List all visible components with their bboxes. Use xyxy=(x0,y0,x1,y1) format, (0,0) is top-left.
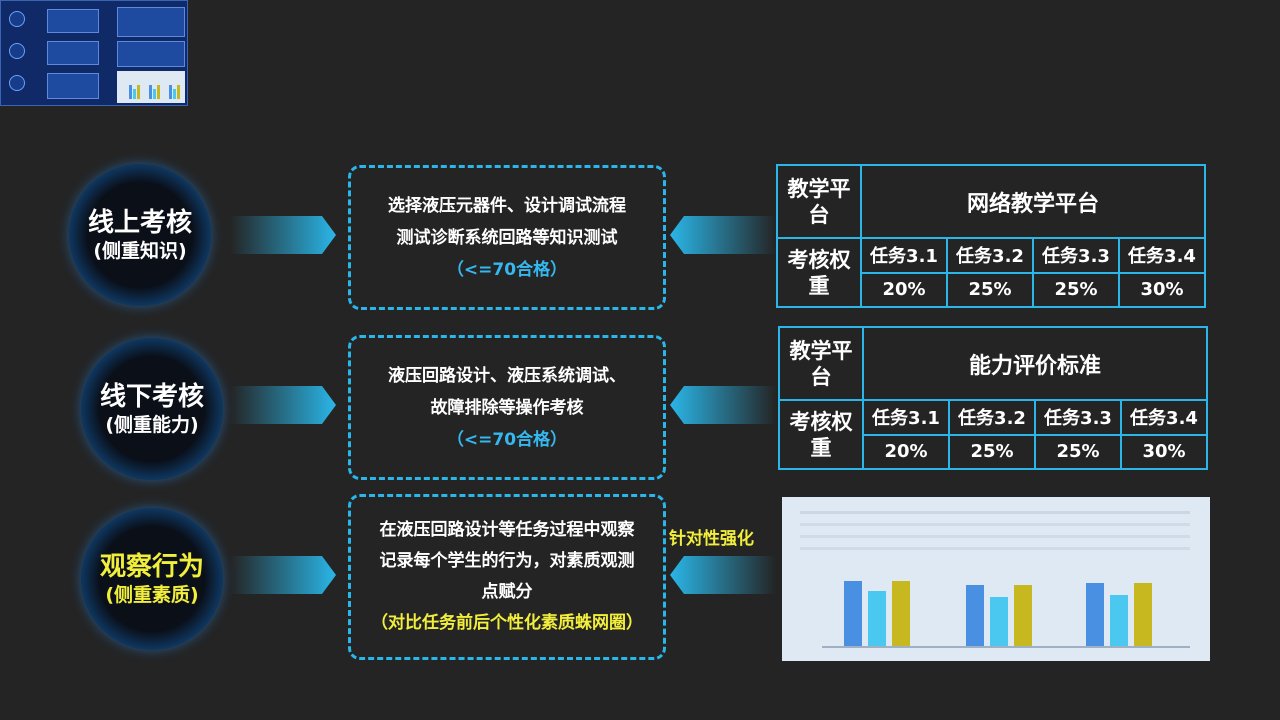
circle-subtitle: (侧重素质) xyxy=(105,584,199,606)
box-online-assessment: 选择液压元器件、设计调试流程 测试诊断系统回路等知识测试 （<=70合格） xyxy=(348,165,666,310)
weight-label: 考核权重 xyxy=(778,399,864,470)
platform-label: 教学平台 xyxy=(778,325,864,402)
circle-title: 线下考核 xyxy=(99,382,204,412)
task-cell: 任务3.3 xyxy=(1032,237,1120,274)
platform-title: 网络教学平台 xyxy=(860,163,1206,240)
box-line: 测试诊断系统回路等知识测试 xyxy=(396,227,618,248)
task-cell: 任务3.2 xyxy=(948,399,1036,436)
task-cell: 任务3.4 xyxy=(1118,237,1206,274)
table-online-weights: 教学平台 网络教学平台 考核权重 任务3.1 任务3.2 任务3.3 任务3.4… xyxy=(776,163,1206,308)
task-cell: 任务3.3 xyxy=(1034,399,1122,436)
weight-label: 考核权重 xyxy=(776,237,862,308)
circle-online-assessment: 线上考核 (侧重知识) xyxy=(69,164,211,306)
circle-title: 观察行为 xyxy=(99,552,204,582)
box-note: （<=70合格） xyxy=(446,259,568,280)
circle-title: 线上考核 xyxy=(87,208,192,238)
side-note: 针对性强化 xyxy=(669,529,754,549)
task-cell: 任务3.4 xyxy=(1120,399,1208,436)
weight-cell: 25% xyxy=(1034,433,1122,470)
box-note: （对比任务前后个性化素质蛛网圈） xyxy=(371,613,643,633)
box-behavior-observation: 在液压回路设计等任务过程中观察 记录每个学生的行为，对素质观测 点赋分 （对比任… xyxy=(348,494,666,660)
weight-cell: 25% xyxy=(946,271,1034,308)
arrow-left-icon xyxy=(670,554,776,596)
weight-cell: 25% xyxy=(948,433,1036,470)
arrow-right-icon xyxy=(230,554,336,596)
weight-cell: 25% xyxy=(1032,271,1120,308)
box-note: （<=70合格） xyxy=(446,429,568,450)
arrow-right-icon xyxy=(230,384,336,426)
platform-label: 教学平台 xyxy=(776,163,862,240)
task-cell: 任务3.1 xyxy=(860,237,948,274)
chart-screenshot-image xyxy=(782,497,1210,661)
box-line: 在液压回路设计等任务过程中观察 xyxy=(379,520,635,540)
slide-thumbnail xyxy=(0,0,188,106)
weight-cell: 30% xyxy=(1118,271,1206,308)
weight-cell: 30% xyxy=(1120,433,1208,470)
task-cell: 任务3.2 xyxy=(946,237,1034,274)
box-line: 点赋分 xyxy=(481,582,533,602)
box-line: 选择液压元器件、设计调试流程 xyxy=(388,195,626,216)
weight-cell: 20% xyxy=(862,433,950,470)
box-line: 液压回路设计、液压系统调试、 xyxy=(388,365,626,386)
box-line: 故障排除等操作考核 xyxy=(430,397,584,418)
box-offline-assessment: 液压回路设计、液压系统调试、 故障排除等操作考核 （<=70合格） xyxy=(348,335,666,480)
table-ability-weights: 教学平台 能力评价标准 考核权重 任务3.1 任务3.2 任务3.3 任务3.4… xyxy=(778,325,1208,470)
weight-cell: 20% xyxy=(860,271,948,308)
platform-title: 能力评价标准 xyxy=(862,325,1208,402)
circle-subtitle: (侧重知识) xyxy=(93,240,187,262)
circle-offline-assessment: 线下考核 (侧重能力) xyxy=(81,338,223,480)
circle-behavior-observation: 观察行为 (侧重素质) xyxy=(81,508,223,650)
arrow-left-icon xyxy=(670,214,776,256)
arrow-left-icon xyxy=(670,384,776,426)
task-cell: 任务3.1 xyxy=(862,399,950,436)
box-line: 记录每个学生的行为，对素质观测 xyxy=(379,551,635,571)
circle-subtitle: (侧重能力) xyxy=(105,414,199,436)
arrow-right-icon xyxy=(230,214,336,256)
